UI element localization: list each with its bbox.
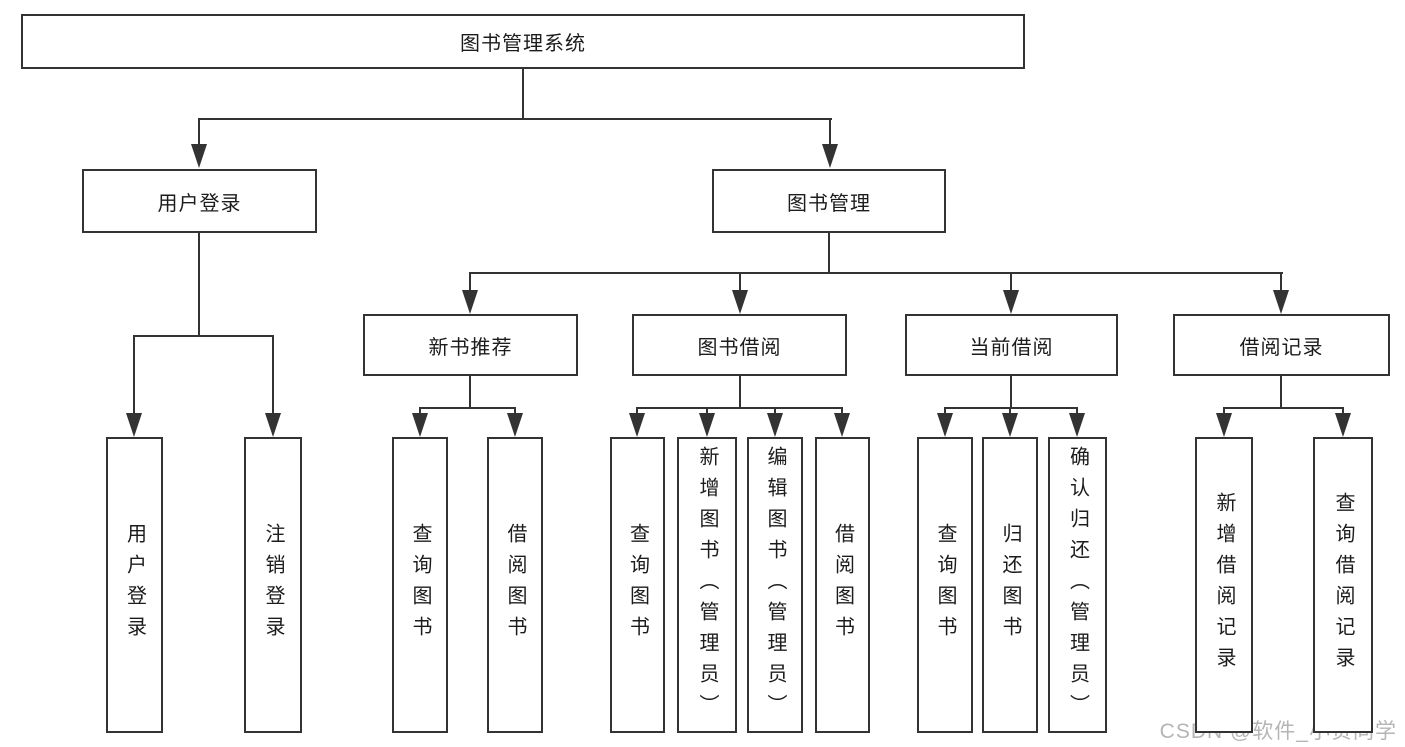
diagram-node-book-mgmt: 图书管理 — [712, 169, 946, 233]
arrow-down-icon — [126, 413, 142, 437]
arrow-down-icon — [699, 413, 715, 437]
arrow-down-icon — [412, 413, 428, 437]
connector-line — [198, 233, 200, 336]
connector-arrow-shaft — [944, 407, 946, 417]
node-label: 新书推荐 — [428, 336, 513, 359]
arrow-down-icon — [1003, 290, 1019, 314]
diagram-node-current-borrow: 当前借阅 — [905, 314, 1118, 376]
arrow-down-icon — [1069, 413, 1085, 437]
connector-line — [198, 118, 832, 120]
arrow-down-icon — [767, 413, 783, 437]
node-label: 用户登录 — [157, 192, 242, 215]
connector-arrow-shaft — [1342, 407, 1344, 417]
connector-arrow-shaft — [1280, 272, 1282, 294]
connector-arrow-shaft — [841, 407, 843, 417]
diagram-node-borrow-records: 借阅记录 — [1173, 314, 1390, 376]
connector-line — [1280, 376, 1282, 408]
diagram-node-leaf-query-book-2: 查询图书 — [610, 437, 665, 733]
diagram-node-leaf-logout: 注销登录 — [244, 437, 302, 733]
connector-arrow-shaft — [514, 407, 516, 417]
diagram-node-root: 图书管理系统 — [21, 14, 1025, 69]
connector-line — [469, 272, 1283, 274]
node-label: 新增借阅记录 — [1213, 492, 1235, 678]
connector-arrow-shaft — [1076, 407, 1078, 417]
arrow-down-icon — [732, 290, 748, 314]
arrow-down-icon — [1335, 413, 1351, 437]
diagram-node-leaf-query-borrow-record: 查询借阅记录 — [1313, 437, 1373, 733]
connector-line — [828, 233, 830, 273]
node-label: 图书管理 — [787, 192, 871, 215]
diagram-node-leaf-add-borrow-record: 新增借阅记录 — [1195, 437, 1253, 733]
diagram-node-leaf-query-book-3: 查询图书 — [917, 437, 973, 733]
node-label: 图书管理系统 — [460, 33, 586, 55]
connector-arrow-shaft — [829, 118, 831, 148]
node-label: 用户登录 — [123, 523, 146, 647]
node-label: 查询图书 — [934, 523, 956, 647]
arrow-down-icon — [822, 144, 838, 168]
arrow-down-icon — [1002, 413, 1018, 437]
arrow-down-icon — [191, 144, 207, 168]
node-label: 图书借阅 — [697, 336, 782, 359]
connector-arrow-shaft — [1223, 407, 1225, 417]
connector-line — [636, 407, 843, 409]
connector-arrow-shaft — [1010, 272, 1012, 294]
diagram-node-user-login: 用户登录 — [82, 169, 317, 233]
node-label: 借阅记录 — [1239, 336, 1324, 359]
connector-line — [1223, 407, 1344, 409]
connector-line — [1010, 376, 1012, 408]
connector-arrow-shaft — [774, 407, 776, 417]
node-label: 编辑图书（管理员） — [764, 445, 786, 725]
diagram-node-leaf-add-book: 新增图书（管理员） — [677, 437, 737, 733]
diagram-node-leaf-query-book-1: 查询图书 — [392, 437, 448, 733]
diagram-node-leaf-borrow-book-1: 借阅图书 — [487, 437, 543, 733]
node-label: 归还图书 — [999, 523, 1021, 647]
arrow-down-icon — [507, 413, 523, 437]
connector-arrow-shaft — [636, 407, 638, 417]
connector-arrow-shaft — [1009, 407, 1011, 417]
node-label: 新增图书（管理员） — [696, 445, 718, 725]
connector-line — [944, 407, 1078, 409]
node-label: 借阅图书 — [831, 523, 854, 647]
node-label: 确认归还（管理员） — [1066, 445, 1089, 725]
connector-arrow-shaft — [469, 272, 471, 294]
connector-line — [133, 335, 274, 337]
arrow-down-icon — [1216, 413, 1232, 437]
connector-line — [739, 376, 741, 408]
node-label: 查询借阅记录 — [1332, 492, 1354, 678]
node-label: 查询图书 — [409, 523, 431, 647]
connector-arrow-shaft — [706, 407, 708, 417]
arrow-down-icon — [462, 290, 478, 314]
arrow-down-icon — [265, 413, 281, 437]
diagram-node-book-borrow: 图书借阅 — [632, 314, 847, 376]
connector-arrow-shaft — [272, 335, 274, 417]
arrow-down-icon — [1273, 290, 1289, 314]
arrow-down-icon — [937, 413, 953, 437]
connector-line — [522, 69, 524, 119]
connector-line — [419, 407, 516, 409]
diagram-node-leaf-return-book: 归还图书 — [982, 437, 1038, 733]
node-label: 注销登录 — [262, 523, 284, 647]
connector-arrow-shaft — [133, 335, 135, 417]
node-label: 当前借阅 — [969, 336, 1054, 359]
diagram-node-leaf-edit-book: 编辑图书（管理员） — [747, 437, 803, 733]
diagram-node-leaf-borrow-book-2: 借阅图书 — [815, 437, 870, 733]
connector-arrow-shaft — [198, 118, 200, 148]
diagram-node-new-book-rec: 新书推荐 — [363, 314, 578, 376]
node-label: 借阅图书 — [504, 523, 526, 647]
connector-arrow-shaft — [419, 407, 421, 417]
diagram-node-leaf-user-login: 用户登录 — [106, 437, 163, 733]
connector-line — [469, 376, 471, 408]
connector-arrow-shaft — [739, 272, 741, 294]
arrow-down-icon — [629, 413, 645, 437]
arrow-down-icon — [834, 413, 850, 437]
diagram-node-leaf-confirm-return: 确认归还（管理员） — [1048, 437, 1107, 733]
node-label: 查询图书 — [626, 523, 649, 647]
